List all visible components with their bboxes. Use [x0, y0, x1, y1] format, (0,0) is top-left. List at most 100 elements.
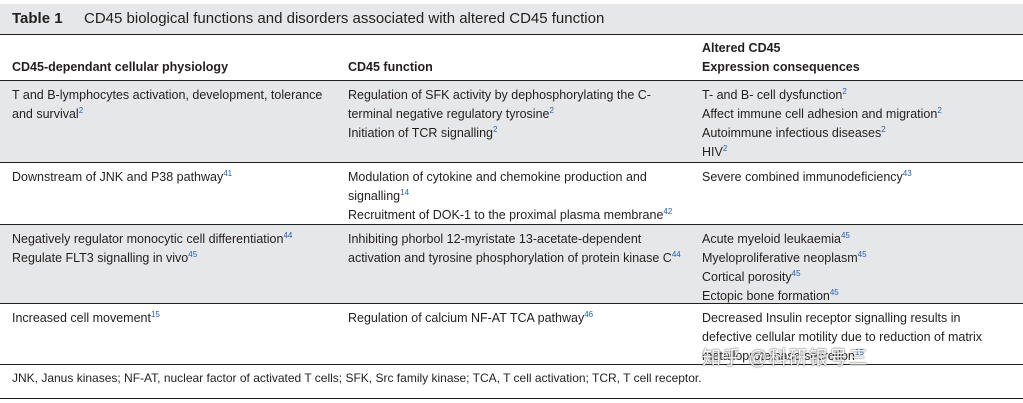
table-header-row: CD45-dependant cellular physiology CD45 …: [0, 36, 1023, 81]
cell-line: Acute myeloid leukaemia45: [702, 230, 1018, 249]
cell-text: Affect immune cell adhesion and migratio…: [702, 107, 938, 121]
header-expression-consequences: Altered CD45 Expression consequences: [702, 39, 860, 77]
cell-line: Affect immune cell adhesion and migratio…: [702, 105, 1018, 124]
cell-text: Regulate FLT3 signalling in vivo: [12, 251, 189, 265]
table-title-bar: Table 1 CD45 biological functions and di…: [0, 4, 1023, 35]
cell-text: HIV: [702, 145, 723, 159]
cell-text: Downstream of JNK and P38 pathway: [12, 170, 224, 184]
reference-superscript: 2: [881, 125, 886, 134]
function-cell: Regulation of calcium NF-AT TCA pathway4…: [348, 309, 692, 328]
cell-text: T- and B- cell dysfunction: [702, 88, 843, 102]
consequence-cell: Severe combined immunodeficiency43: [702, 168, 1018, 187]
cell-text: signalling: [348, 189, 401, 203]
cell-line: Myeloproliferative neoplasm45: [702, 249, 1018, 268]
cell-text: Recruitment of DOK-1 to the proximal pla…: [348, 208, 664, 222]
reference-superscript: 45: [857, 250, 867, 259]
reference-superscript: 2: [78, 106, 84, 115]
cell-text: Ectopic bone formation: [702, 289, 830, 303]
cell-text: Regulation of calcium NF-AT TCA pathway: [348, 311, 585, 325]
cell-line: signalling14: [348, 187, 692, 206]
reference-superscript: 2: [722, 144, 728, 153]
cell-line: Increased cell movement15: [12, 309, 338, 328]
cell-text: defective cellular motility due to reduc…: [702, 330, 982, 344]
cell-line: Cortical porosity45: [702, 268, 1018, 287]
header-cellular-physiology: CD45-dependant cellular physiology: [12, 60, 229, 74]
reference-superscript: 44: [283, 231, 293, 240]
cell-text: Regulation of SFK activity by dephosphor…: [348, 88, 651, 102]
cell-line: Recruitment of DOK-1 to the proximal pla…: [348, 206, 692, 225]
cell-line: Inhibiting phorbol 12-myristate 13-aceta…: [348, 230, 692, 249]
reference-superscript: 45: [188, 250, 198, 259]
reference-superscript: 2: [549, 106, 554, 115]
header-col3-line2: Expression consequences: [702, 60, 860, 74]
function-cell: Modulation of cytokine and chemokine pro…: [348, 168, 692, 225]
consequence-cell: Decreased Insulin receptor signalling re…: [702, 309, 1018, 366]
reference-superscript: 43: [902, 169, 912, 178]
reference-superscript: 15: [150, 310, 160, 319]
cell-text: activation and tyrosine phosphorylation …: [348, 251, 672, 265]
cell-line: Decreased Insulin receptor signalling re…: [702, 309, 1018, 328]
cell-line: defective cellular motility due to reduc…: [702, 328, 1018, 347]
cell-text: Cortical porosity: [702, 270, 792, 284]
cell-line: T- and B- cell dysfunction2: [702, 86, 1018, 105]
table-footnote: JNK, Janus kinases; NF-AT, nuclear facto…: [12, 371, 702, 385]
cell-line: Regulation of calcium NF-AT TCA pathway4…: [348, 309, 692, 328]
reference-superscript: 15: [854, 348, 864, 357]
table-title: CD45 biological functions and disorders …: [84, 10, 605, 27]
reference-superscript: 45: [829, 288, 839, 297]
cell-text: Severe combined immunodeficiency: [702, 170, 903, 184]
cell-text: Decreased Insulin receptor signalling re…: [702, 311, 961, 325]
cell-text: Myeloproliferative neoplasm: [702, 251, 858, 265]
physiology-cell: Negatively regulator monocytic cell diff…: [12, 230, 338, 268]
cell-text: Negatively regulator monocytic cell diff…: [12, 232, 284, 246]
table-row: Negatively regulator monocytic cell diff…: [0, 225, 1023, 304]
cell-text: Autoimmune infectious diseases: [702, 126, 882, 140]
reference-superscript: 45: [840, 231, 850, 240]
physiology-cell: Increased cell movement15: [12, 309, 338, 328]
cell-line: Regulate FLT3 signalling in vivo45: [12, 249, 338, 268]
cell-text: terminal negative regulatory tyrosine: [348, 107, 550, 121]
function-cell: Inhibiting phorbol 12-myristate 13-aceta…: [348, 230, 692, 268]
cell-line: activation and tyrosine phosphorylation …: [348, 249, 692, 268]
reference-superscript: 2: [492, 125, 498, 134]
cell-line: HIV2: [702, 143, 1018, 162]
cell-text: metalloproteinase secretion: [702, 349, 855, 363]
table-row: Increased cell movement15 Regulation of …: [0, 304, 1023, 365]
reference-superscript: 46: [584, 310, 594, 319]
reference-superscript: 42: [663, 207, 673, 216]
reference-superscript: 44: [671, 250, 681, 259]
cell-line: Severe combined immunodeficiency43: [702, 168, 1018, 187]
cell-line: Modulation of cytokine and chemokine pro…: [348, 168, 692, 187]
cell-text: Initiation of TCR signalling: [348, 126, 493, 140]
physiology-cell: T and B-lymphocytes activation, developm…: [12, 86, 338, 124]
table-row: T and B-lymphocytes activation, developm…: [0, 81, 1023, 163]
cell-text: T and B-lymphocytes activation, developm…: [12, 88, 323, 102]
function-cell: Regulation of SFK activity by dephosphor…: [348, 86, 692, 143]
cell-line: Initiation of TCR signalling2: [348, 124, 692, 143]
reference-superscript: 2: [937, 106, 942, 115]
cell-line: metalloproteinase secretion15: [702, 347, 1018, 366]
cell-text: Acute myeloid leukaemia: [702, 232, 841, 246]
table-label: Table 1: [12, 10, 63, 27]
watermark: 知乎 @科研银号三: [702, 348, 869, 369]
cell-line: terminal negative regulatory tyrosine2: [348, 105, 692, 124]
cell-line: Downstream of JNK and P38 pathway41: [12, 168, 338, 187]
cell-text: Increased cell movement: [12, 311, 151, 325]
cell-text: Inhibiting phorbol 12-myristate 13-aceta…: [348, 232, 642, 246]
physiology-cell: Downstream of JNK and P38 pathway41: [12, 168, 338, 187]
cell-line: Ectopic bone formation45: [702, 287, 1018, 306]
header-cd45-function: CD45 function: [348, 60, 433, 74]
cell-line: Autoimmune infectious diseases2: [702, 124, 1018, 143]
bottom-rule: [0, 398, 1023, 399]
cell-line: Regulation of SFK activity by dephosphor…: [348, 86, 692, 105]
cell-text: and survival: [12, 107, 79, 121]
table-row: Downstream of JNK and P38 pathway41 Modu…: [0, 163, 1023, 225]
cell-line: T and B-lymphocytes activation, developm…: [12, 86, 338, 105]
cell-line: and survival2: [12, 105, 338, 124]
cell-text: Modulation of cytokine and chemokine pro…: [348, 170, 647, 184]
cell-line: Negatively regulator monocytic cell diff…: [12, 230, 338, 249]
header-col3-line1: Altered CD45: [702, 41, 781, 55]
